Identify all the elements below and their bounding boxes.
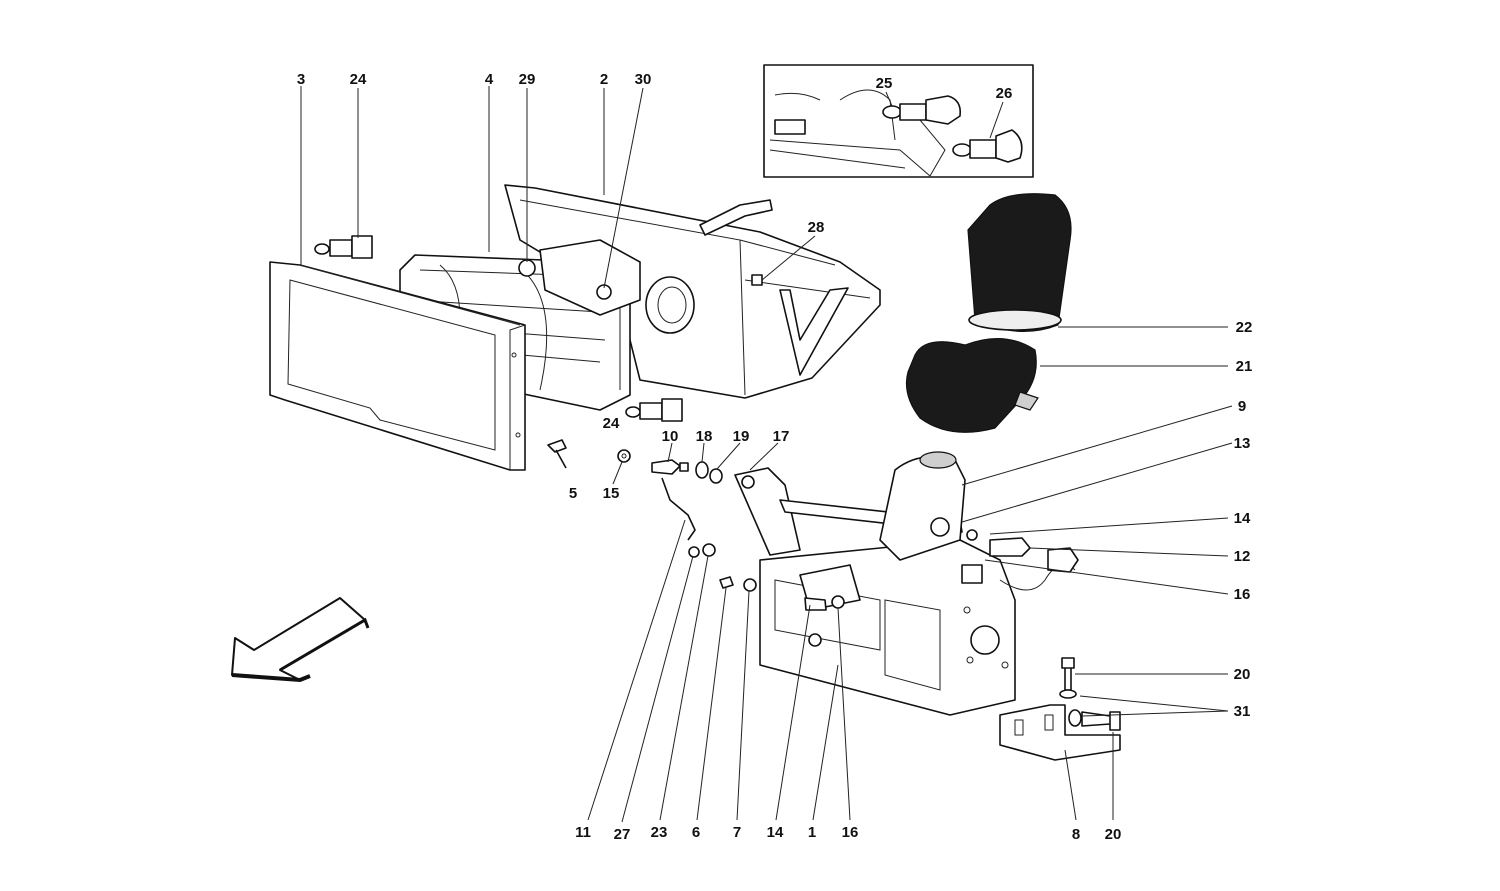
callout-9: 9 [1238,398,1246,415]
callout-25: 25 [876,75,893,92]
callout-29: 29 [519,71,536,88]
callout-20: 20 [1234,666,1251,683]
connector-30-icon [596,284,612,300]
callout-23: 23 [651,824,668,841]
callout-31: 31 [1234,703,1251,720]
callout-30: 30 [635,71,652,88]
callout-20-lower: 20 [1105,826,1122,843]
rubber-boot [967,193,1072,332]
callout-11: 11 [575,824,591,841]
callout-27: 27 [614,826,631,843]
adjuster-hardware [617,449,757,592]
callout-13: 13 [1234,435,1251,452]
callout-6: 6 [692,824,700,841]
callout-19: 19 [733,428,750,445]
rubber-cap [905,337,1039,433]
bulb-inset-box [763,64,1034,178]
callout-24: 24 [350,71,367,88]
bulb-25-icon [882,95,962,125]
callout-2: 2 [600,71,608,88]
callout-12: 12 [1234,548,1251,565]
screw-5-icon [547,439,567,469]
headlight-housing [504,184,881,399]
callout-1: 1 [808,824,816,841]
callout-15: 15 [603,485,620,502]
callout-24-lower: 24 [603,415,620,432]
mount-bracket [999,657,1121,761]
callout-18: 18 [696,428,713,445]
callout-5: 5 [569,485,577,502]
callout-17: 17 [773,428,790,445]
callout-22: 22 [1236,319,1253,336]
bulb-24-lower-icon [625,398,683,422]
motor-bracket-assembly [734,451,1079,716]
callout-7: 7 [733,824,741,841]
callout-8: 8 [1072,826,1080,843]
callout-16-lower: 16 [842,824,859,841]
nut-28-icon [751,274,763,286]
callout-26: 26 [996,85,1013,102]
callout-14: 14 [1234,510,1251,527]
leader-lines [300,86,1233,823]
callout-16: 16 [1234,586,1251,603]
bulb-24-upper-icon [314,235,373,259]
callout-14-lower: 14 [767,824,784,841]
callout-10: 10 [662,428,679,445]
callout-28: 28 [808,219,825,236]
callout-3: 3 [297,71,305,88]
callout-4: 4 [485,71,494,88]
front-direction-arrow-icon [231,597,370,683]
callout-labels: 3 24 4 29 2 30 25 26 28 22 21 9 13 14 12… [297,71,1253,843]
bulb-26-icon [952,129,1023,163]
callout-21: 21 [1236,358,1253,375]
lens-frame [269,261,526,471]
bulb-29-icon [518,259,536,277]
